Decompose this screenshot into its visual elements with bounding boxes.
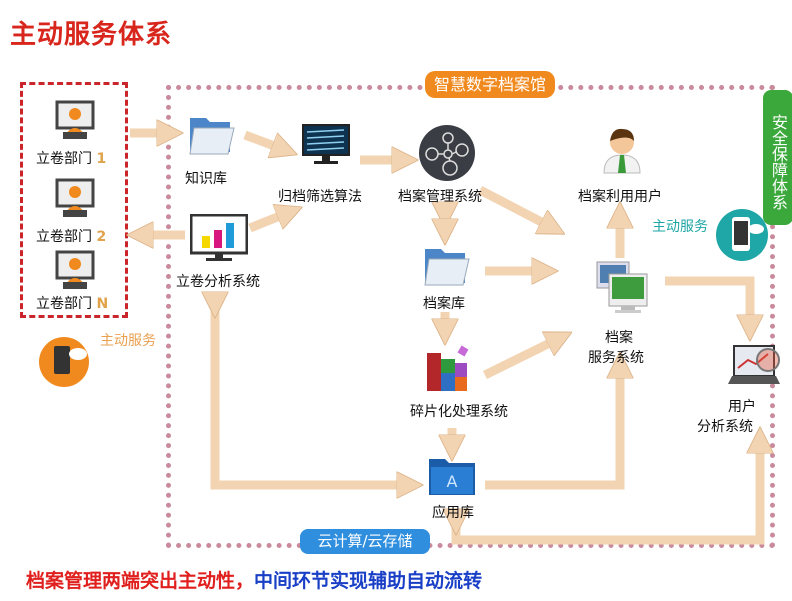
department-name: 立卷部门 <box>36 296 92 312</box>
department-number: N <box>96 296 109 312</box>
laptop-magnifier-icon <box>728 342 784 396</box>
department-name: 立卷部门 <box>36 151 92 167</box>
department-1-label[interactable]: 立卷部门 1 <box>36 148 106 168</box>
active-service-right: 主动服务 <box>652 219 708 235</box>
network-circle-icon <box>418 124 476 186</box>
service-system-label-2[interactable]: 服务系统 <box>588 350 644 366</box>
analysis-system-label[interactable]: 立卷分析系统 <box>176 274 260 290</box>
archive-zone-badge: 智慧数字档案馆 <box>425 71 555 98</box>
knowledge-base-label[interactable]: 知识库 <box>185 171 227 187</box>
application-library-label[interactable]: 应用库 <box>432 505 474 521</box>
user-analysis-label-2[interactable]: 分析系统 <box>697 419 753 435</box>
security-badge: 安全保障体系 <box>763 90 792 225</box>
department-2-label[interactable]: 立卷部门 2 <box>36 226 106 246</box>
arrow-analysis-algorithm <box>248 212 290 233</box>
department-number: 1 <box>96 151 107 167</box>
monitor-code-icon <box>302 124 350 170</box>
active-service-left: 主动服务 <box>100 333 156 349</box>
department-icon <box>55 178 95 222</box>
folder-icon <box>188 112 236 161</box>
repository-label[interactable]: 档案库 <box>423 296 465 312</box>
user-avatar-icon <box>600 125 644 179</box>
phone-chat-icon <box>36 330 96 394</box>
footer-summary: 档案管理两端突出主动性，中间环节实现辅助自动流转 <box>26 566 482 593</box>
arrow-fragment-service <box>483 338 560 380</box>
management-system-label[interactable]: 档案管理系统 <box>398 189 482 205</box>
footer-part-1: 档案管理两端突出主动性， <box>26 570 255 592</box>
department-icon <box>55 100 95 144</box>
blocks-icon <box>425 345 475 397</box>
department-icon <box>55 250 95 294</box>
folder-icon <box>423 243 471 292</box>
arrow-management-service <box>477 186 553 228</box>
dual-monitor-icon <box>595 260 651 320</box>
svg-text:A: A <box>447 472 458 491</box>
departments-group <box>20 82 128 318</box>
fragment-system-label[interactable]: 碎片化处理系统 <box>410 404 508 420</box>
footer-part-2: 中间环节实现辅助自动流转 <box>254 570 483 592</box>
phone-chat-icon <box>714 203 768 269</box>
arrow-application-useranalysis <box>456 440 760 545</box>
arrow-service-useranalysis <box>665 276 750 328</box>
department-name: 立卷部门 <box>36 229 92 245</box>
algorithm-label[interactable]: 归档筛选算法 <box>278 189 362 205</box>
page-title: 主动服务体系 <box>10 20 173 50</box>
archive-user-label[interactable]: 档案利用用户 <box>578 189 662 205</box>
arrow-analysis-application <box>215 305 410 485</box>
department-n-label[interactable]: 立卷部门 N <box>36 293 108 313</box>
department-number: 2 <box>96 229 107 245</box>
service-system-label-1[interactable]: 档案 <box>605 330 633 346</box>
user-analysis-label-1[interactable]: 用户 <box>728 399 756 415</box>
arrow-application-service <box>485 365 620 490</box>
bar-chart-monitor-icon <box>189 213 249 266</box>
arrow-knowledge-algorithm <box>243 130 285 150</box>
app-folder-icon: A <box>428 455 476 501</box>
cloud-badge: 云计算/云存储 <box>300 529 430 554</box>
